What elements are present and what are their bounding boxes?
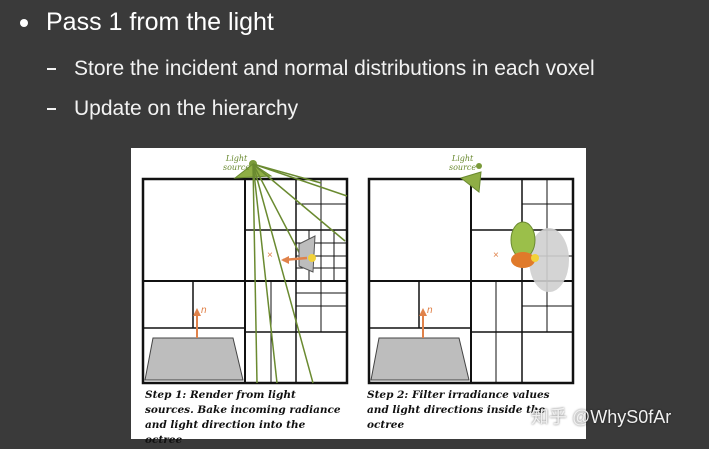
caption-step-1: Step 1: Render from light sources. Bake … [145,389,341,446]
left-octree-panel: × [141,160,349,385]
bullet-sub-2-text: Update on the hierarchy [74,97,299,120]
right-octree-panel: × [367,163,575,385]
bullet-main: Pass 1 from the light [18,8,274,37]
caption-step-2: Step 2: Filter irradiance values and lig… [367,389,550,431]
bullet-sub-1-text: Store the incident and normal distributi… [74,57,595,80]
bullet-dot-icon [20,18,28,27]
right-light-label: Light source [449,154,477,172]
svg-text:×: × [493,250,499,261]
svg-text:×: × [267,250,273,261]
left-light-label: Light source [223,154,251,172]
dash-icon [47,108,56,110]
octree-figure: × [131,148,586,446]
octree-diagram: × [141,160,575,385]
watermark-text: 知乎 @WhyS0fAr [531,407,672,427]
left-normal-label: n [201,305,207,316]
bullet-sub-2: Update on the hierarchy [47,97,298,121]
bullet-sub-1: Store the incident and normal distributi… [47,57,595,81]
dash-icon [47,68,56,70]
right-normal-label: n [427,305,433,316]
bullet-main-text: Pass 1 from the light [46,8,274,36]
